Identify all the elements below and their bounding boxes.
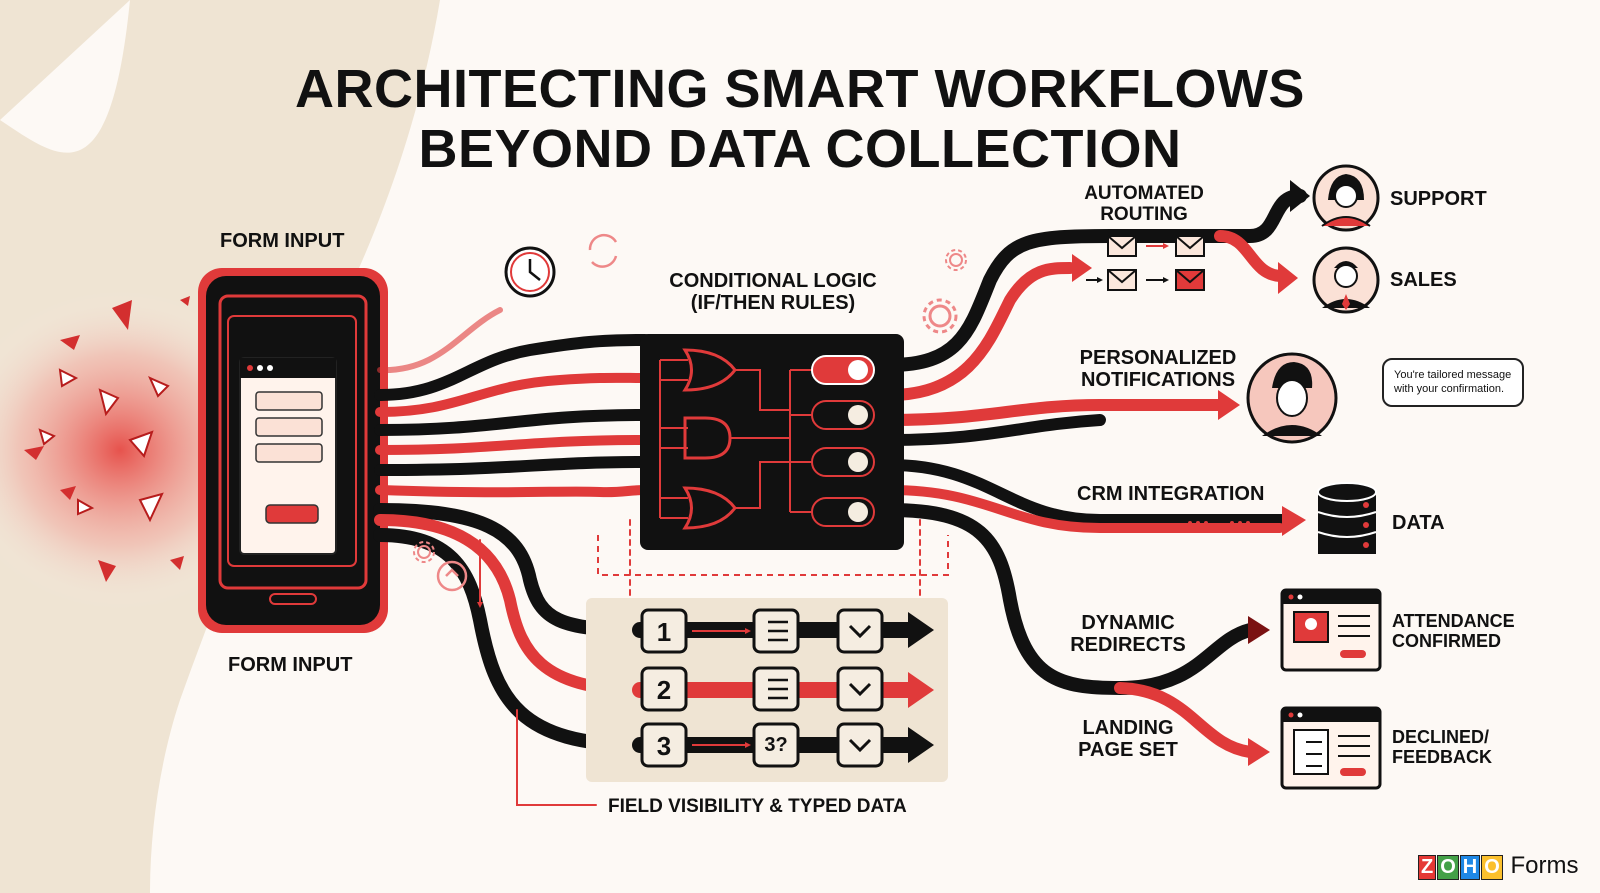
dynamic-line-2: REDIRECTS bbox=[1070, 634, 1186, 656]
declined-label: DECLINED/ FEEDBACK bbox=[1392, 727, 1493, 768]
title-line-1: ARCHITECTING SMART WORKFLOWS bbox=[295, 59, 1305, 119]
row-tiles bbox=[640, 608, 884, 768]
clock-icon bbox=[504, 246, 556, 298]
sales-label: SALES bbox=[1390, 269, 1457, 291]
red-fragments bbox=[24, 296, 190, 582]
landing-line-2: PAGE SET bbox=[1078, 739, 1178, 761]
conditional-logic-line-1: CONDITIONAL LOGIC bbox=[669, 270, 877, 292]
message-bubble: You're tailored message with your confir… bbox=[1382, 358, 1524, 407]
output-arrowheads bbox=[1072, 180, 1310, 766]
connector-arrows bbox=[692, 628, 751, 748]
personalized-notifications-label: PERSONALIZED NOTIFICATIONS bbox=[1070, 347, 1246, 391]
automated-routing-line-2: ROUTING bbox=[1100, 203, 1188, 225]
form-input-label-bottom: FORM INPUT bbox=[228, 654, 353, 676]
database-icon bbox=[1317, 482, 1377, 554]
form-input-label-top: FORM INPUT bbox=[220, 230, 345, 252]
declined-line-2: FEEDBACK bbox=[1392, 746, 1493, 767]
shard-fragments bbox=[38, 368, 170, 523]
automated-routing-label: AUTOMATED ROUTING bbox=[1080, 183, 1208, 226]
conditional-logic-line-2: (IF/THEN RULES) bbox=[690, 292, 856, 314]
refresh-icon bbox=[588, 233, 618, 268]
declined-page-icon bbox=[1280, 706, 1382, 790]
data-label: DATA bbox=[1392, 512, 1445, 534]
chevron-icons bbox=[848, 624, 872, 753]
landing-line-1: LANDING bbox=[1082, 717, 1174, 739]
support-label: SUPPORT bbox=[1390, 188, 1487, 210]
gear-left-icon bbox=[413, 541, 435, 563]
envelope-icons bbox=[1086, 235, 1205, 291]
attendance-label: ATTENDANCE CONFIRMED bbox=[1392, 611, 1515, 652]
personalized-line-2: NOTIFICATIONS bbox=[1080, 369, 1236, 391]
timer-icon bbox=[436, 560, 468, 592]
person-avatar-icon bbox=[1246, 352, 1338, 444]
field-visibility-label: FIELD VISIBILITY & TYPED DATA bbox=[608, 796, 907, 817]
tablet-device bbox=[198, 268, 388, 633]
logic-box bbox=[640, 334, 904, 550]
attendance-page-icon bbox=[1280, 588, 1382, 672]
attendance-line-2: CONFIRMED bbox=[1392, 630, 1501, 651]
gear-icon bbox=[922, 298, 958, 334]
row-flows bbox=[373, 503, 921, 806]
automated-routing-line-1: AUTOMATED bbox=[1084, 183, 1204, 204]
landing-page-label: LANDING PAGE SET bbox=[1066, 717, 1190, 761]
conditional-logic-label: CONDITIONAL LOGIC (IF/THEN RULES) bbox=[640, 270, 906, 314]
title-line-2: BEYOND DATA COLLECTION bbox=[418, 119, 1182, 179]
typed-number-icon: 3? bbox=[764, 734, 788, 756]
forms-wordmark: Forms bbox=[1510, 852, 1579, 879]
row-1-number: 1 bbox=[656, 617, 672, 647]
row-2-number: 2 bbox=[656, 675, 672, 705]
crm-integration-label: CRM INTEGRATION bbox=[1077, 483, 1265, 505]
crm-dots bbox=[1188, 521, 1250, 525]
dynamic-redirects-label: DYNAMIC REDIRECTS bbox=[1066, 612, 1190, 656]
sales-avatar-icon bbox=[1312, 246, 1380, 314]
list-icons bbox=[768, 620, 788, 700]
row-3-number: 3 bbox=[656, 731, 672, 761]
gear-small-icon bbox=[945, 249, 967, 271]
personalized-line-1: PERSONALIZED bbox=[1079, 347, 1237, 369]
declined-line-1: DECLINED/ bbox=[1392, 727, 1490, 747]
logic-bracket bbox=[597, 535, 949, 576]
input-flows bbox=[374, 307, 651, 498]
dynamic-line-1: DYNAMIC bbox=[1081, 612, 1175, 634]
attendance-line-1: ATTENDANCE bbox=[1392, 611, 1515, 631]
output-flows bbox=[883, 189, 1307, 758]
support-avatar-icon bbox=[1312, 164, 1380, 232]
